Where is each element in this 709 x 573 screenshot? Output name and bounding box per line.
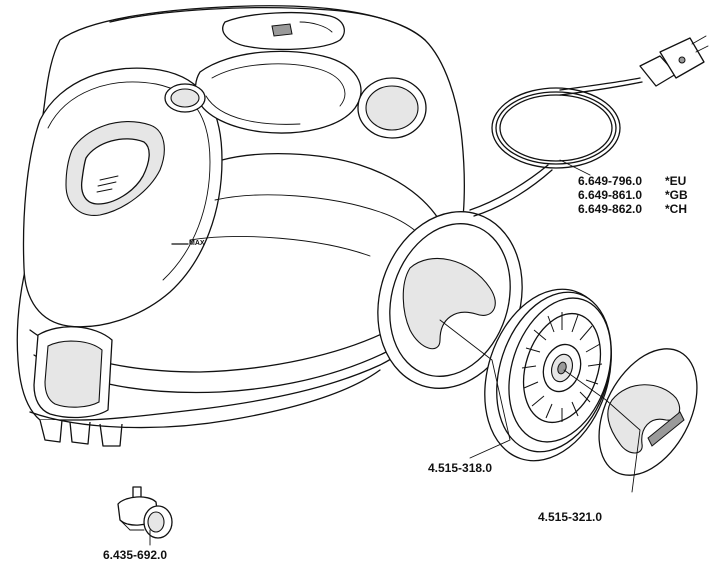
power-cord-region-ch: *CH	[665, 202, 688, 216]
caster	[117, 486, 173, 539]
hubcap	[598, 348, 698, 476]
caster-part-label: 6.435-692.0	[103, 548, 168, 562]
wheel-housing	[377, 211, 523, 389]
power-cord-part-gb: 6.649-861.0	[578, 188, 643, 202]
wheel-part-label: 4.515-318.0	[428, 461, 493, 475]
leader-lines	[149, 159, 641, 546]
power-cord-region-gb: *GB	[665, 188, 688, 202]
wheel	[484, 288, 612, 462]
hubcap-part-label: 4.515-321.0	[538, 510, 603, 524]
power-cord	[469, 35, 709, 217]
vacuum-body	[16, 5, 465, 447]
power-cord-part-eu: 6.649-796.0	[578, 174, 643, 188]
max-mark: MAX	[189, 240, 205, 247]
power-cord-region-eu: *EU	[665, 174, 687, 188]
power-cord-part-ch: 6.649-862.0	[578, 202, 643, 216]
